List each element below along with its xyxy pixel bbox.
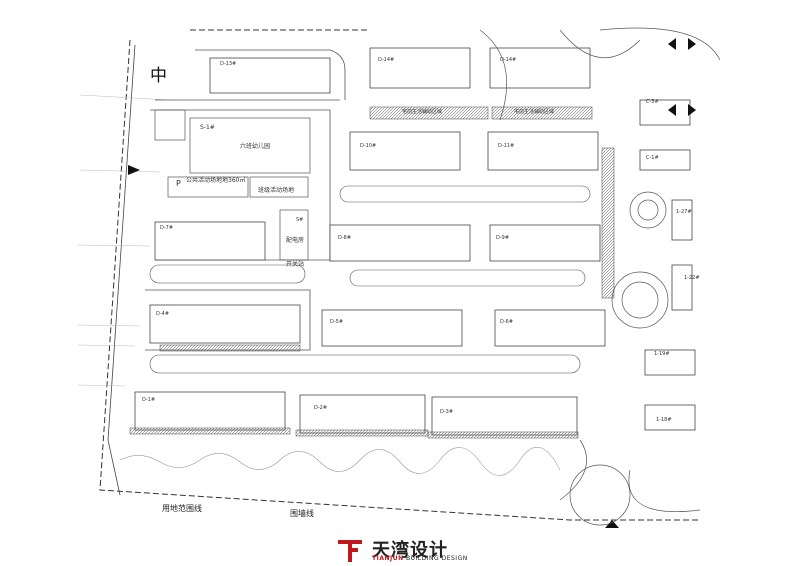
building-label: D-11# <box>498 143 515 149</box>
central-plaza <box>479 27 721 526</box>
wall-line <box>107 44 136 496</box>
residential-blocks <box>134 47 696 436</box>
building-label: D-14# <box>378 57 395 63</box>
parking-strip-label: 宅前生活辅助区域 <box>402 109 443 115</box>
kindergarten-zone <box>154 109 311 261</box>
company-logo: 天湾设计 TIANJUN BUILDING DESIGN <box>336 536 476 564</box>
building-label: 1-18# <box>656 417 672 423</box>
road-outline <box>145 49 346 351</box>
kindergarten-id: S-1# <box>200 124 215 131</box>
logo-en-text: TIANJUN BUILDING DESIGN <box>372 555 468 562</box>
public-space-label: 公共活动场地地360㎡ <box>186 177 246 184</box>
wall-line-label: 围墙线 <box>290 509 314 518</box>
building-label: D-4# <box>156 311 170 317</box>
green-belt <box>119 446 561 476</box>
switch-station-label: 开关站 <box>286 261 305 268</box>
building-label: C-1# <box>646 155 659 161</box>
logo-mark-icon <box>338 540 362 562</box>
site-boundary-line <box>99 29 700 521</box>
logo-en-brand: TIANJUN <box>372 555 404 562</box>
parking-rows <box>149 185 591 374</box>
land-boundary-label: 用地范围线 <box>162 504 202 513</box>
building-label: D-10# <box>360 143 377 149</box>
direction-arrows <box>668 38 696 116</box>
building-label: 1-27# <box>676 209 692 215</box>
building-label: D-2# <box>314 405 328 411</box>
building-label: 1-22# <box>684 275 700 281</box>
class-space-label: 班级活动场地 <box>258 187 295 194</box>
substation-id: S# <box>296 217 304 223</box>
building-label: D-14# <box>500 57 517 63</box>
building-label: 1-19# <box>654 351 670 357</box>
building-label: D-8# <box>338 235 352 241</box>
hatched-strips <box>129 106 615 439</box>
building-label: D-6# <box>500 319 514 325</box>
district-mark: 中 <box>150 66 167 86</box>
parking-strip-label: 宅前生活辅助区域 <box>514 109 555 115</box>
building-label: D-13# <box>220 61 237 67</box>
entry-arrow-west <box>128 165 140 175</box>
logo-en-rest: BUILDING DESIGN <box>403 555 468 562</box>
building-label: D-9# <box>496 235 510 241</box>
logo-cn-text: 天湾设计 <box>372 540 448 561</box>
entry-arrow-south <box>605 520 619 528</box>
dimension-lines <box>77 94 171 387</box>
building-label: D-1# <box>142 397 156 403</box>
kindergarten-label: 六班幼儿园 <box>240 143 271 150</box>
substation-label: 配电房 <box>286 237 305 244</box>
parking-sign: P <box>176 179 181 188</box>
building-label: D-5# <box>330 319 344 325</box>
building-label: D-7# <box>160 225 174 231</box>
building-label: C-3# <box>646 99 659 105</box>
building-label: D-3# <box>440 409 454 415</box>
